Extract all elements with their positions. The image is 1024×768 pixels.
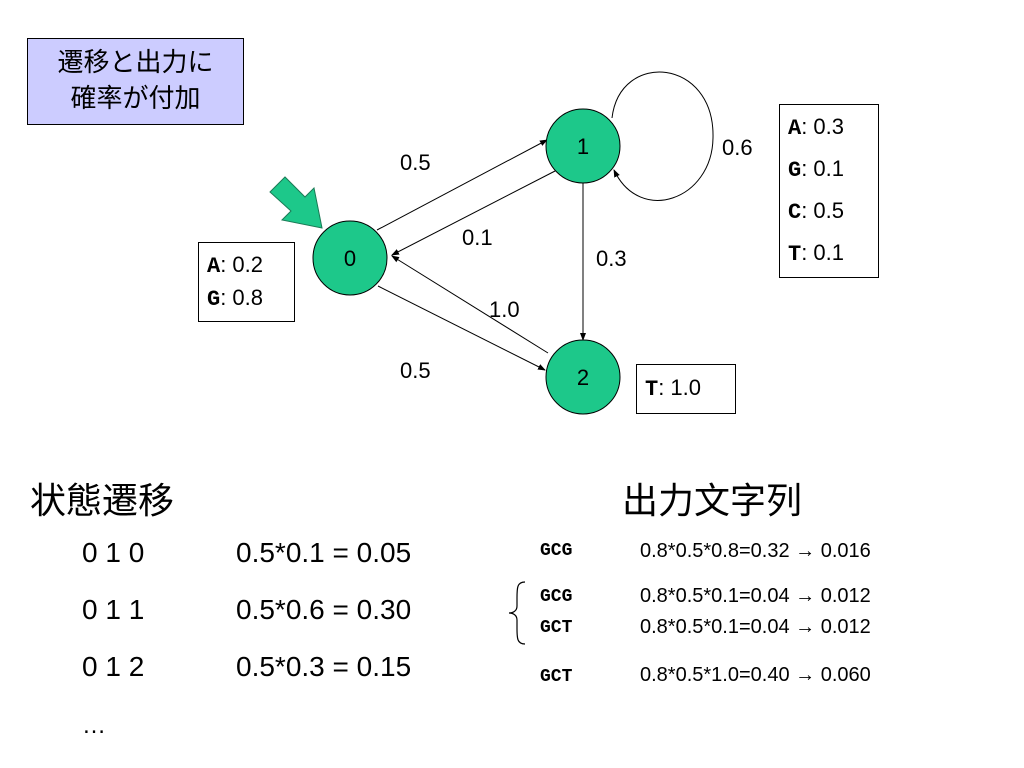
output-string-heading: 出力文字列 <box>622 481 803 522</box>
state-1-label: 1 <box>577 134 589 159</box>
emission-prob: : 0.1 <box>801 156 845 181</box>
output-calc-4: 0.8*0.5*1.0=0.40 → 0.060 <box>640 664 871 686</box>
title-box: 遷移と出力に 確率が付加 <box>27 38 244 125</box>
ellipsis: … <box>82 712 106 739</box>
seq-row-2: 0 1 1 <box>82 594 145 625</box>
label-t20: 1.0 <box>489 297 520 322</box>
title-line-1: 遷移と出力に <box>57 48 214 78</box>
output-calc-1: 0.8*0.5*0.8=0.32 → 0.016 <box>640 540 871 562</box>
output-str-2: GCG <box>540 587 573 607</box>
edge-0-1 <box>376 139 548 231</box>
emission-symbol: T <box>645 377 659 402</box>
output-str-3: GCT <box>540 618 573 638</box>
calc-row-3: 0.5*0.3 = 0.15 <box>236 651 412 682</box>
calc-row-2: 0.5*0.6 = 0.30 <box>236 594 412 625</box>
label-t10: 0.1 <box>462 225 493 250</box>
emission-symbol: A <box>207 254 221 279</box>
emission-box-state-2: T: 1.0 <box>636 364 736 414</box>
start-arrow <box>269 176 323 229</box>
calc-row-1: 0.5*0.1 = 0.05 <box>236 537 412 568</box>
label-t11: 0.6 <box>722 135 753 160</box>
label-t02: 0.5 <box>400 358 431 383</box>
label-t01: 0.5 <box>400 150 431 175</box>
seq-row-1: 0 1 0 <box>82 537 145 568</box>
state-diagram: 0 1 2 0.5 0.1 0.6 0.3 1.0 0.5 <box>269 71 753 415</box>
edge-1-1-loop <box>611 71 714 201</box>
state-2: 2 <box>545 339 621 415</box>
emission-prob: : 1.0 <box>658 375 702 400</box>
title-line-2: 確率が付加 <box>70 84 201 114</box>
emission-box-state-1: A: 0.3 G: 0.1 C: 0.5 T: 0.1 <box>779 104 879 278</box>
output-str-1: GCG <box>540 541 573 561</box>
emission-prob: : 0.8 <box>220 285 264 310</box>
emission-prob: : 0.5 <box>801 198 845 223</box>
edge-1-0 <box>391 169 558 256</box>
edge-2-0 <box>391 255 549 354</box>
emission-symbol: G <box>207 287 221 312</box>
label-t12: 0.3 <box>596 246 627 271</box>
emission-symbol: C <box>788 200 802 225</box>
seq-row-3: 0 1 2 <box>82 651 145 682</box>
emission-box-state-0: A: 0.2 G: 0.8 <box>198 242 295 322</box>
state-2-label: 2 <box>577 365 589 390</box>
output-str-4: GCT <box>540 667 573 687</box>
emission-symbol: G <box>788 158 802 183</box>
output-calc-3: 0.8*0.5*0.1=0.04 → 0.012 <box>640 616 871 638</box>
emission-prob: : 0.1 <box>801 240 845 265</box>
emission-prob: : 0.3 <box>801 114 845 139</box>
brace <box>508 581 526 645</box>
state-0: 0 <box>312 220 388 296</box>
edge-0-2 <box>377 285 546 371</box>
emission-symbol: A <box>788 116 802 141</box>
state-0-label: 0 <box>344 246 356 271</box>
state-transition-heading: 状態遷移 <box>30 481 175 522</box>
state-1: 1 <box>545 108 621 184</box>
emission-prob: : 0.2 <box>220 252 264 277</box>
emission-symbol: T <box>788 242 802 267</box>
output-calc-2: 0.8*0.5*0.1=0.04 → 0.012 <box>640 585 871 607</box>
